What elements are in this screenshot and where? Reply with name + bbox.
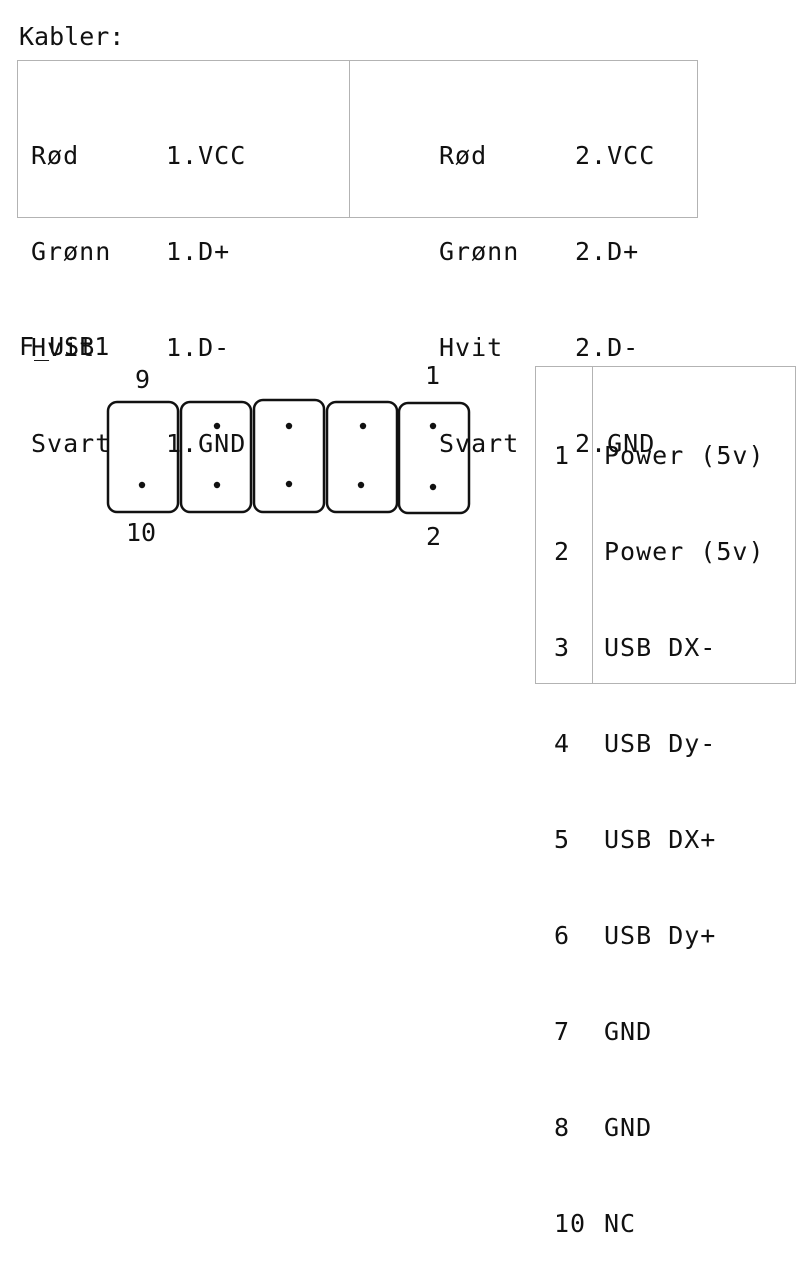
cable-color: Grønn (439, 237, 520, 266)
pin-dot (285, 480, 293, 488)
pin-dot (359, 422, 367, 430)
header-pin-column (325, 400, 399, 514)
pin-label-2: 2 (426, 522, 442, 551)
header-pin-column (106, 400, 180, 514)
pinout-numbers: 1 2 3 4 5 6 7 8 10 (554, 376, 586, 1272)
header-pin-column (397, 401, 471, 515)
cables-left-colors: Rød Grønn Hvit Svart (31, 76, 111, 492)
pin-function: GND (604, 1017, 653, 1046)
pin-dot (213, 481, 221, 489)
pin-dot (213, 422, 221, 430)
cable-signal: 1.D- (166, 333, 231, 362)
cable-color: Svart (439, 429, 520, 458)
pin-dot (429, 483, 437, 491)
pin-function: GND (604, 1113, 653, 1142)
cable-signal: 1.VCC (166, 141, 247, 170)
cable-color: Rød (31, 141, 80, 170)
cable-signal: 2.D- (575, 333, 640, 362)
pin-dot (429, 422, 437, 430)
pin-dot (357, 481, 365, 489)
pin-number: 4 (554, 729, 571, 758)
cable-signal: 2.GND (575, 429, 656, 458)
pin-function: USB Dy- (604, 729, 717, 758)
cable-signal: 2.D+ (575, 237, 640, 266)
pin-function: USB Dy+ (604, 921, 717, 950)
pin-number: 6 (554, 921, 571, 950)
usb-header-diagram (106, 398, 471, 515)
pin-number: 10 (554, 1209, 587, 1238)
pin-number: 7 (554, 1017, 571, 1046)
pin-label-10: 10 (126, 518, 157, 547)
pin-function: NC (604, 1209, 637, 1238)
pin-function: USB DX+ (604, 825, 717, 854)
pinout-divider (592, 366, 593, 684)
cables-right-colors: Rød Grønn Hvit Svart (439, 76, 519, 492)
pin-number: 2 (554, 537, 571, 566)
pin-function: USB DX- (604, 633, 717, 662)
cable-signal: 1.D+ (166, 237, 231, 266)
header-pin-column (179, 400, 253, 514)
header-title: F_USB1 (19, 332, 110, 361)
cable-color: Svart (31, 429, 112, 458)
pin-function: Power (5v) (604, 441, 765, 470)
cable-color: Grønn (31, 237, 112, 266)
cables-table (17, 60, 698, 218)
cable-color: Hvit (439, 333, 504, 362)
cable-color: Hvit (31, 333, 96, 362)
header-pin-column (252, 398, 326, 514)
cable-signal: 2.VCC (575, 141, 656, 170)
pin-dot (138, 481, 146, 489)
pin-label-9: 9 (135, 365, 151, 394)
cables-divider (349, 60, 350, 218)
pin-number: 5 (554, 825, 571, 854)
cables-right-signals: 2.VCC 2.D+ 2.D- 2.GND (575, 76, 655, 492)
pin-function: Power (5v) (604, 537, 765, 566)
cable-color: Rød (439, 141, 488, 170)
cables-title: Kabler: (19, 22, 125, 51)
pin-dot (285, 422, 293, 430)
pin-number: 3 (554, 633, 571, 662)
pinout-functions: Power (5v) Power (5v) USB DX- USB Dy- US… (604, 376, 765, 1272)
pin-number: 8 (554, 1113, 571, 1142)
pin-number: 1 (554, 441, 571, 470)
pin-label-1: 1 (425, 361, 441, 390)
pinout-table (535, 366, 796, 684)
